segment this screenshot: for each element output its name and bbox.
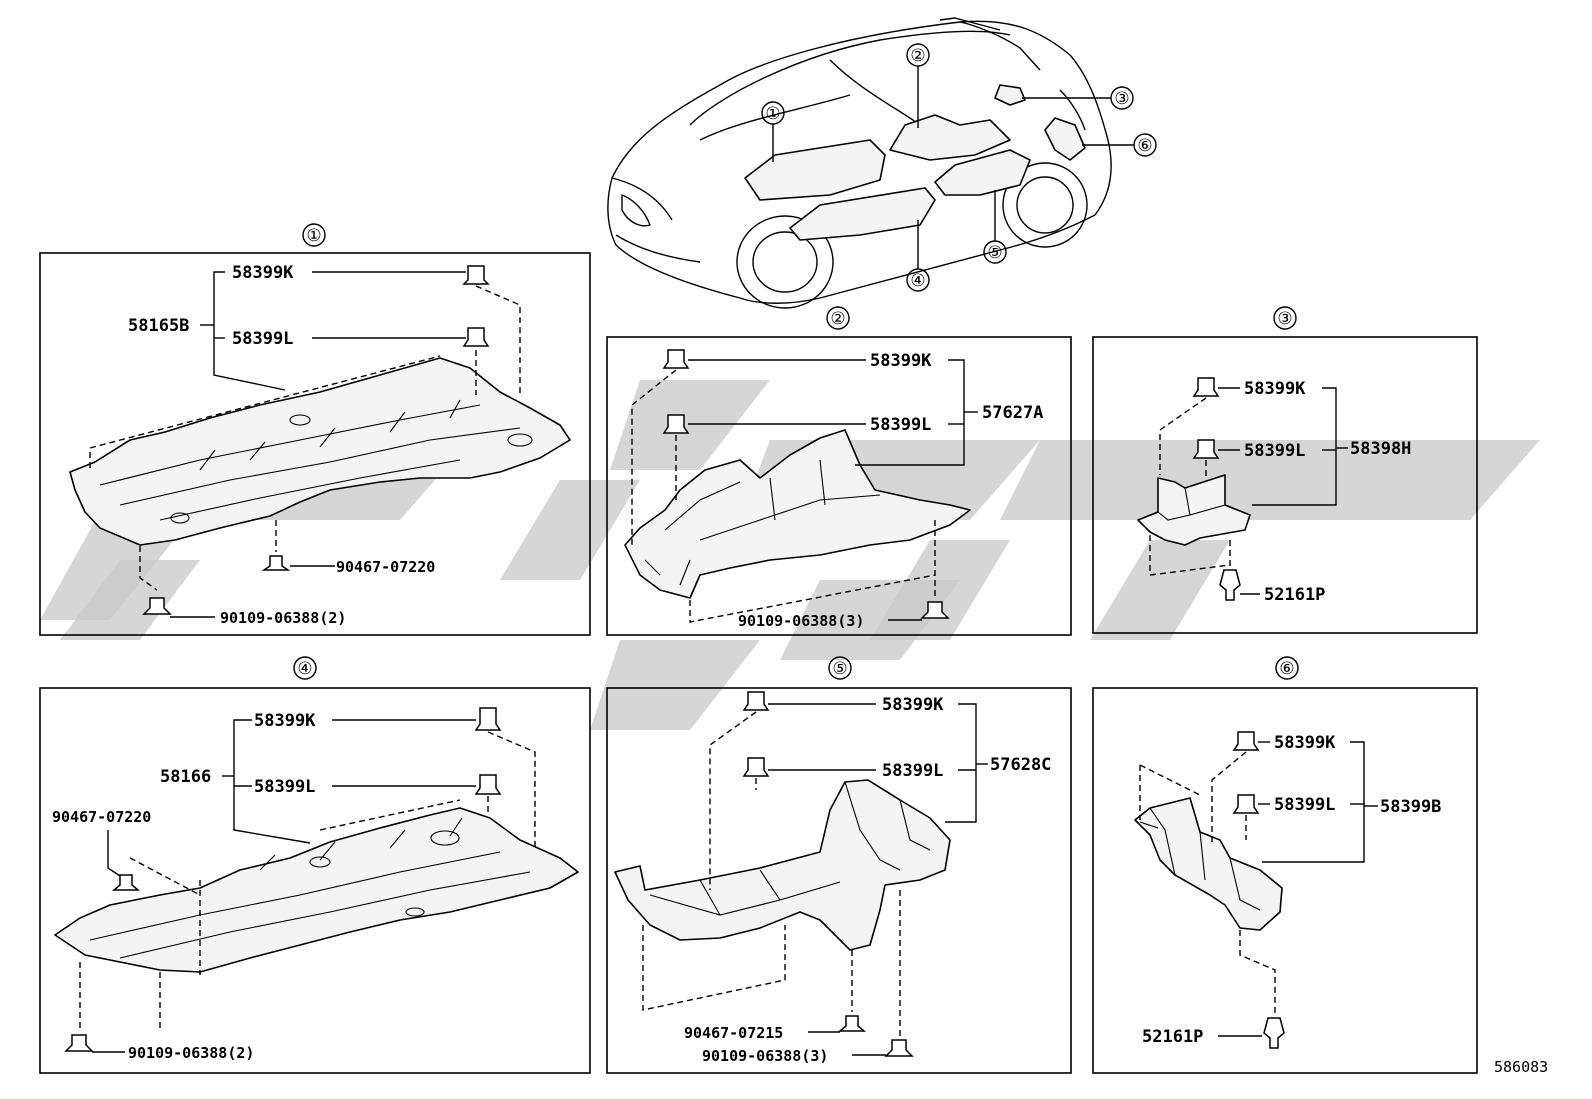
label-52161p: 52161P: [1142, 1027, 1203, 1047]
label-90109-06388: 90109-06388(3): [702, 1047, 828, 1065]
label-90109-06388: 90109-06388(3): [738, 612, 864, 630]
label-52161p: 52161P: [1264, 585, 1325, 605]
clip-58399k-icon: [742, 691, 770, 711]
clip-58399l-icon: [662, 414, 690, 434]
label-58399l: 58399L: [870, 415, 931, 435]
label-58399b: 58399B: [1380, 797, 1441, 817]
panel-4-marker: ④: [297, 659, 312, 679]
label-58399l: 58399L: [1274, 795, 1335, 815]
panel-5: ⑤ 58399K 58399L 57628C 90467-07215 90109…: [606, 656, 1072, 1074]
label-58398h: 58398H: [1350, 439, 1411, 459]
label-58399l: 58399L: [232, 329, 293, 349]
under-cover-58165b: [69, 357, 571, 546]
clip-58399l-icon: [742, 757, 770, 777]
overview-callout-4: ④: [910, 271, 925, 291]
panel-4: ④ 58166 58399K 58399L 90467-07220 90109-…: [39, 656, 591, 1074]
bolt-90109-icon: [64, 1034, 94, 1052]
under-cover-58166: [54, 807, 579, 973]
overview-callout-3: ③: [1114, 89, 1129, 109]
guard-58398h: [1137, 474, 1251, 546]
label-58399l: 58399L: [882, 761, 943, 781]
label-58399k: 58399K: [870, 351, 932, 371]
label-58399k: 58399K: [1274, 733, 1336, 753]
label-58399k: 58399K: [232, 263, 294, 283]
figure-number: 586083: [1494, 1058, 1548, 1076]
clip-58399k-icon: [662, 349, 690, 369]
label-57628c: 57628C: [990, 755, 1051, 775]
label-57627a: 57627A: [982, 403, 1043, 423]
label-58166: 58166: [160, 767, 211, 787]
label-90109-06388: 90109-06388(2): [128, 1044, 254, 1062]
clip-58399l-icon: [474, 774, 502, 795]
label-58399l: 58399L: [1244, 441, 1305, 461]
label-90467-07220: 90467-07220: [52, 808, 151, 826]
panel-2-marker: ②: [830, 309, 845, 329]
panel-3-marker: ③: [1277, 309, 1292, 329]
label-90109-06388: 90109-06388(2): [220, 609, 346, 627]
clip-58399k-icon: [1192, 377, 1220, 397]
under-cover-57628c: [614, 779, 951, 951]
bolt-90467-icon: [111, 874, 141, 891]
overview-callout-2: ②: [910, 46, 925, 66]
clip-58399k-icon: [462, 265, 490, 285]
panel-1-marker: ①: [306, 226, 321, 246]
clip-52161p-icon: [1263, 1017, 1285, 1049]
clip-58399l-icon: [1192, 439, 1220, 459]
label-58399k: 58399K: [254, 711, 316, 731]
panel-2: ② 58399K 58399L 57627A 90109-06388(3): [606, 306, 1072, 636]
panel-5-marker: ⑤: [832, 659, 847, 679]
bolt-90467-icon: [261, 555, 291, 571]
panel-6: ⑥ 58399K 58399L 58399B 52161P: [1092, 656, 1478, 1074]
overview-callout-5: ⑤: [987, 243, 1002, 263]
label-90467-07215: 90467-07215: [684, 1024, 783, 1042]
bolt-90109-icon: [920, 601, 950, 619]
bolt-90109-icon: [884, 1039, 914, 1057]
clip-52161p-icon: [1219, 569, 1241, 601]
panel-3: ③ 58399K 58399L 58398H 52161P: [1092, 306, 1478, 634]
vehicle-overview: ① ② ③ ④ ⑤ ⑥: [607, 17, 1157, 309]
label-58165b: 58165B: [128, 316, 189, 336]
clip-58399l-icon: [462, 327, 490, 347]
label-58399k: 58399K: [882, 695, 944, 715]
under-cover-57627a: [624, 429, 971, 599]
panel-6-marker: ⑥: [1279, 659, 1294, 679]
bolt-90109-icon: [142, 597, 172, 615]
overview-callout-1: ①: [765, 104, 780, 124]
label-90467-07220: 90467-07220: [336, 558, 435, 576]
clip-58399l-icon: [1232, 794, 1260, 814]
bolt-90467-icon: [837, 1015, 867, 1032]
overview-callout-6: ⑥: [1137, 136, 1152, 156]
clip-58399k-icon: [1232, 731, 1260, 751]
panel-1: ① 58165B 58399K 58399L 90467-07220: [39, 223, 591, 636]
label-58399k: 58399K: [1244, 379, 1306, 399]
label-58399l: 58399L: [254, 777, 315, 797]
clip-58399k-icon: [474, 707, 502, 731]
